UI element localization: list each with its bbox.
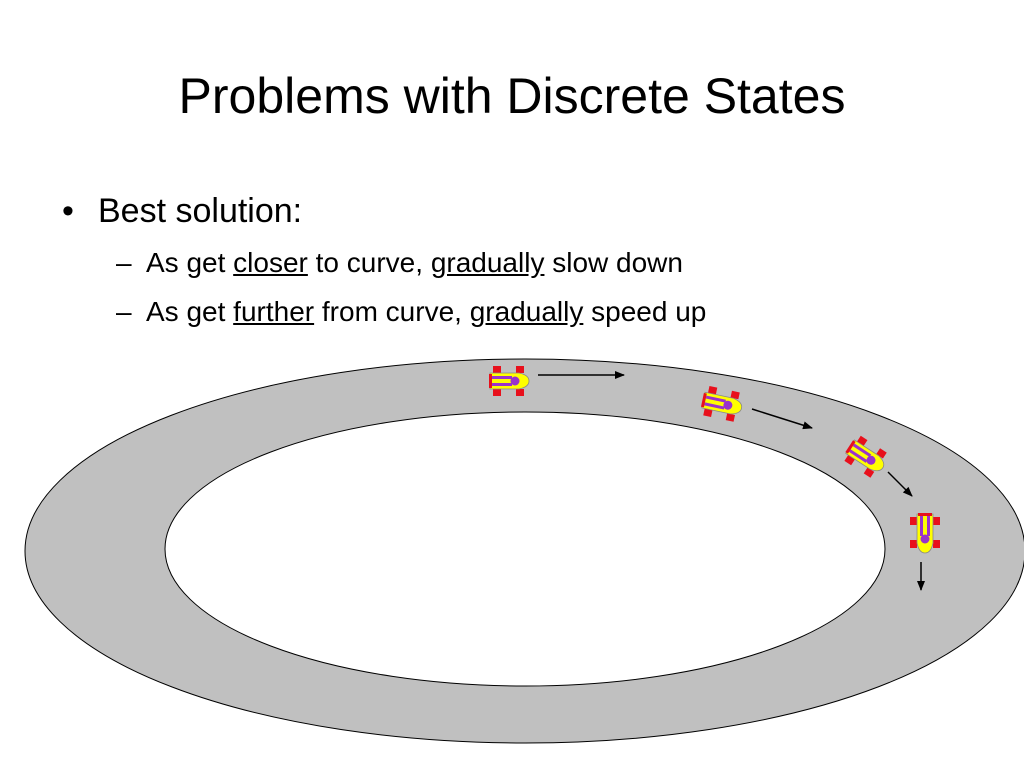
sub-text-mid: from curve,	[314, 296, 470, 327]
slide-title: Problems with Discrete States	[178, 68, 846, 124]
sub-text-emphasis: gradually	[469, 296, 584, 327]
sub-bullet-marker: –	[116, 247, 132, 278]
sub-text-emphasis: closer	[233, 247, 308, 278]
sub-bullet-marker: –	[116, 296, 132, 327]
bullet-marker: •	[62, 192, 74, 230]
sub-bullet-slow-down: –As get closer to curve, gradually slow …	[116, 246, 683, 280]
race-track	[24, 358, 1024, 744]
bullet-text: Best solution:	[98, 192, 303, 230]
sub-text-emphasis: gradually	[430, 247, 545, 278]
sub-text-pre: As get	[146, 296, 234, 327]
bullet-best-solution: • Best solution:	[62, 190, 302, 232]
arrow-icon	[751, 408, 813, 430]
sub-text-post: slow down	[544, 247, 683, 278]
sub-text-mid: to curve,	[307, 247, 431, 278]
arrow-icon	[887, 471, 913, 497]
sub-bullet-speed-up: –As get further from curve, gradually sp…	[116, 295, 706, 329]
sub-text-emphasis: further	[233, 296, 315, 327]
sub-text-pre: As get	[146, 247, 234, 278]
sub-text-post: speed up	[583, 296, 707, 327]
